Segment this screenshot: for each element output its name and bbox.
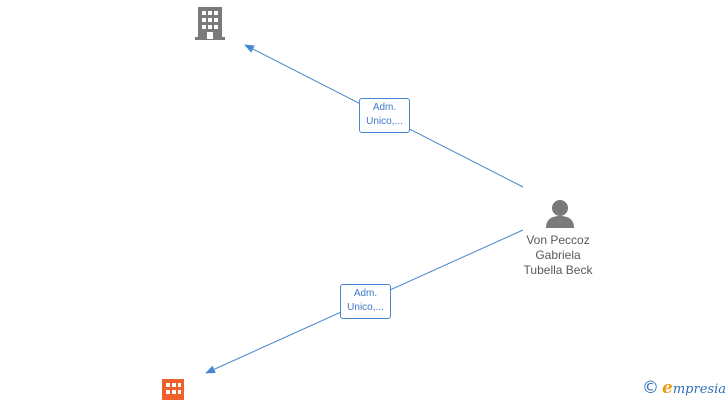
edge-label-top[interactable]: Adm. Unico,... xyxy=(359,98,410,133)
edge-label-bottom-line-1: Adm. xyxy=(353,288,378,299)
person-name-line-2: Gabriela xyxy=(535,248,581,262)
edge-label-bottom-line-2: Unico,... xyxy=(347,302,384,313)
edge-label-top-line-2: Unico,... xyxy=(366,116,403,127)
person-icon xyxy=(546,200,574,228)
building-icon xyxy=(195,7,225,40)
edge-label-top-line-1: Adm. xyxy=(372,102,397,113)
person-name-line-1: Von Peccoz xyxy=(526,233,590,247)
person-name[interactable]: Von Peccoz Gabriela Tubella Beck xyxy=(503,233,613,278)
copyright-symbol: © xyxy=(642,378,660,398)
brand-logo: empresia xyxy=(662,378,726,398)
brand-logo-rest: mpresia xyxy=(672,382,726,397)
company-node-top[interactable] xyxy=(195,7,225,40)
company-node-bottom[interactable] xyxy=(162,379,184,400)
person-node[interactable] xyxy=(546,200,574,228)
building-icon xyxy=(162,379,184,400)
person-name-line-3: Tubella Beck xyxy=(523,263,593,277)
brand-watermark: © empresia xyxy=(642,378,726,398)
edge-label-bottom[interactable]: Adm. Unico,... xyxy=(340,284,391,319)
brand-logo-initial: e xyxy=(662,378,673,398)
